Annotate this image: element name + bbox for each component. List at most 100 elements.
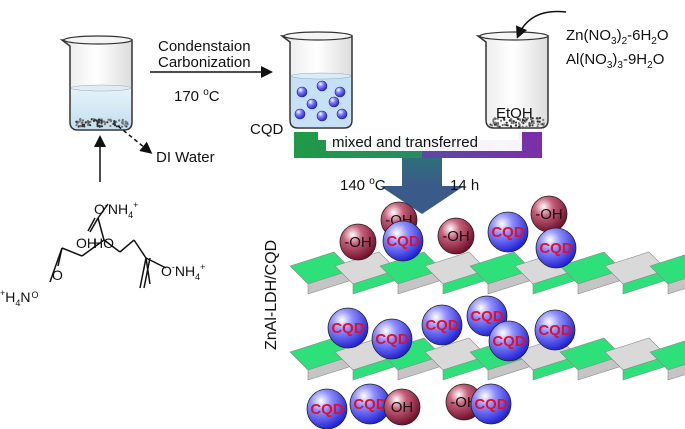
beaker-etoh: EtOH <box>475 31 549 129</box>
precipitate-dot <box>102 120 105 123</box>
precipitate-dot <box>121 118 124 121</box>
chem-oh-ho: OHHO <box>76 235 114 251</box>
precipitate-dot <box>542 124 545 128</box>
precipitate-dot <box>542 118 545 121</box>
precipitate-dot <box>88 124 92 127</box>
precipitate-dot <box>538 116 542 120</box>
precipitate-dot <box>510 122 513 125</box>
precipitate-dot <box>87 123 90 127</box>
beaker-cqd <box>279 31 353 129</box>
cqd-text: CQD <box>491 224 525 241</box>
precipitate-dot <box>492 118 495 121</box>
precipitate-dot <box>517 125 521 129</box>
quantum-dot <box>334 86 346 98</box>
precipitate-dot <box>492 119 495 123</box>
precipitate-dot <box>97 118 100 121</box>
beaker-di-water <box>59 35 133 131</box>
etoh-label: EtOH <box>496 105 533 122</box>
ldh-octahedron-top <box>649 340 685 371</box>
ammonium-citrate-structure <box>49 203 167 289</box>
precipitate-dot <box>537 123 540 126</box>
precipitate-dot <box>96 125 99 128</box>
cqd-particle: CQD <box>421 304 463 346</box>
precipitate-dot <box>496 124 499 128</box>
precipitate-dot <box>536 125 539 128</box>
precipitate-dot <box>109 124 112 128</box>
ldh-octahedron-side <box>667 364 685 381</box>
precipitate-dot <box>86 121 89 124</box>
precipitate-dot <box>493 123 496 126</box>
cqd-text: CQD <box>470 308 504 325</box>
precipitate-dot <box>122 122 125 125</box>
cqd-beaker-label: CQD <box>250 121 284 138</box>
quantum-dot <box>296 86 308 98</box>
precipitate-dot <box>92 119 96 122</box>
precipitate-dot <box>514 124 518 127</box>
ldh-octahedron-top <box>649 254 685 285</box>
precipitate-dot <box>103 123 106 126</box>
precipitate-dot <box>538 120 541 123</box>
precipitate-dot <box>100 119 103 122</box>
cqd-particle: CQD <box>382 220 424 262</box>
precipitate-dot <box>526 117 529 120</box>
precipitate-dot <box>503 118 506 121</box>
precipitate-dot <box>92 118 95 121</box>
precipitate-dot <box>496 117 499 120</box>
precipitate-dot <box>532 122 535 125</box>
precipitate-dot <box>79 119 82 122</box>
precipitate-dot <box>80 121 83 124</box>
di-water-label: DI Water <box>156 149 215 166</box>
cqd-text: CQD <box>386 233 420 250</box>
precipitate-dot <box>516 117 519 120</box>
zn-nitrate-label: Zn(NO3)2-6H2O <box>566 27 669 47</box>
cqd-text: CQD <box>353 396 387 413</box>
cqd-particle: CQD <box>487 211 529 253</box>
curved-arrow-reagents <box>516 10 567 39</box>
cqd-text: CQD <box>425 317 459 334</box>
oh-text: OH <box>391 399 414 416</box>
oh-text: -OH <box>442 228 470 245</box>
precipitate-dot <box>514 121 518 124</box>
quantum-dot <box>316 110 328 122</box>
precipitate-dot <box>100 125 104 128</box>
oh-particle: -OH <box>437 217 475 255</box>
precipitate-dot <box>81 123 84 126</box>
cqd-text: CQD <box>474 396 508 413</box>
cqd-particle: CQD <box>488 320 530 362</box>
precipitate-dot <box>76 122 79 125</box>
precipitate-dot <box>506 124 509 127</box>
precipitate-dot <box>536 120 539 123</box>
precipitate-dot <box>501 123 504 127</box>
precipitate-dot <box>113 124 117 127</box>
precipitate-dot <box>499 119 503 122</box>
cqd-dots <box>294 80 348 122</box>
oh-particle: -OH <box>530 195 568 233</box>
precipitate-dot <box>100 121 103 124</box>
precipitate-dot <box>95 119 98 122</box>
precipitate-dot <box>521 125 524 128</box>
precipitate-dot <box>79 125 82 128</box>
quantum-dot <box>328 96 340 108</box>
precipitate-dot <box>75 123 78 127</box>
precipitate-dot <box>517 122 521 125</box>
precipitate-dot <box>531 117 534 120</box>
precipitate-dot <box>118 119 121 122</box>
precipitate-dot <box>96 121 99 125</box>
precipitate-dot <box>107 118 110 121</box>
cqd-text: CQD <box>375 331 409 348</box>
oh-text: -OH <box>535 206 563 223</box>
cqd-particle: CQD <box>371 318 413 360</box>
quantum-dot <box>294 108 306 120</box>
precipitate-dot <box>525 118 528 121</box>
precipitate-dot <box>521 119 525 122</box>
precipitate-dot <box>491 124 494 127</box>
precipitate-dot <box>512 120 515 123</box>
precipitate-dot <box>489 123 492 126</box>
oh-particle: -OH <box>339 223 377 261</box>
al-nitrate-label: Al(NO3)3-9H2O <box>566 51 664 71</box>
cqd-particle: CQD <box>470 383 512 425</box>
precipitate-dot <box>503 123 506 126</box>
temp1-label: 170 oC <box>174 87 220 105</box>
oh-text: -OH <box>344 234 372 251</box>
precipitate-dot <box>530 120 534 123</box>
